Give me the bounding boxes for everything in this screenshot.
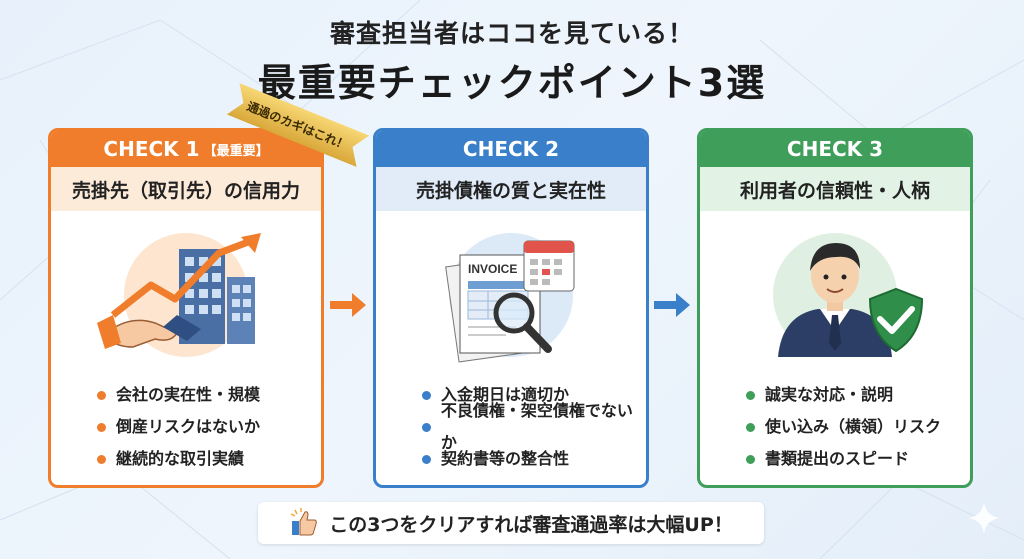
check-label: CHECK 3 bbox=[786, 137, 884, 161]
footer-text: この3つをクリアすれば審査通過率は大幅UP！ bbox=[329, 513, 733, 536]
card-subtitle: 売掛債権の質と実在性 bbox=[376, 167, 646, 211]
bullet-dot-icon bbox=[422, 454, 431, 464]
list-item: 倒産リスクはないか bbox=[97, 411, 260, 443]
card-subtitle: 利用者の信頼性・人柄 bbox=[700, 167, 970, 211]
check-label: CHECK 2 bbox=[462, 137, 560, 161]
page-title-line1: 審査担当者はココを見ている！ bbox=[329, 19, 694, 48]
bullet-dot-icon bbox=[97, 422, 106, 432]
card-header: CHECK 1 【最重要】 bbox=[51, 131, 321, 167]
bullet-dot-icon bbox=[746, 390, 755, 400]
invoice-text: INVOICE bbox=[468, 262, 517, 276]
thumbs-up-icon bbox=[290, 508, 318, 536]
page-title-line2: 最重要チェックポイント3選 bbox=[257, 61, 767, 105]
bullet-list: 誠実な対応・説明 使い込み（横領）リスク 書類提出のスピード bbox=[746, 379, 941, 475]
list-item: 入金期日は適切か bbox=[422, 379, 646, 411]
list-item: 書類提出のスピード bbox=[746, 443, 941, 475]
priority-tag: 【最重要】 bbox=[203, 143, 269, 159]
arrow-right-icon bbox=[330, 293, 366, 317]
bullet-dot-icon bbox=[97, 454, 106, 464]
arrow-right-icon bbox=[654, 293, 690, 317]
list-item: 使い込み（横領）リスク bbox=[746, 411, 941, 443]
bullet-list: 会社の実在性・規模 倒産リスクはないか 継続的な取引実績 bbox=[97, 379, 260, 475]
card-header: CHECK 2 bbox=[376, 131, 646, 167]
list-item: 継続的な取引実績 bbox=[97, 443, 260, 475]
list-item: 会社の実在性・規模 bbox=[97, 379, 260, 411]
sparkle-icon bbox=[968, 502, 1000, 534]
check-label: CHECK 1 bbox=[103, 137, 200, 161]
bullet-dot-icon bbox=[422, 422, 431, 432]
invoice-calendar-magnifier-icon: INVOICE bbox=[445, 233, 575, 363]
bullet-list: 入金期日は適切か 不良債権・架空債権でないか 契約書等の整合性 bbox=[422, 379, 646, 475]
bullet-dot-icon bbox=[422, 390, 431, 400]
list-item: 不良債権・架空債権でないか bbox=[422, 401, 646, 452]
bullet-dot-icon bbox=[746, 422, 755, 432]
card-header: CHECK 3 bbox=[700, 131, 970, 167]
check-card-3: CHECK 3 利用者の信頼性・人柄 誠実な対応・説明 使い込み（横領）リスク … bbox=[697, 128, 973, 488]
footer-banner: この3つをクリアすれば審査通過率は大幅UP！ bbox=[258, 502, 764, 544]
list-item: 契約書等の整合性 bbox=[422, 443, 646, 475]
check-card-1: CHECK 1 【最重要】 売掛先（取引先）の信用力 会社の実在性・規模 倒産リ… bbox=[48, 128, 324, 488]
bullet-dot-icon bbox=[97, 390, 106, 400]
bullet-dot-icon bbox=[746, 454, 755, 464]
businessman-shield-check-icon bbox=[773, 233, 924, 357]
card-subtitle: 売掛先（取引先）の信用力 bbox=[51, 167, 321, 211]
handshake-building-growth-icon bbox=[97, 233, 261, 357]
list-item: 誠実な対応・説明 bbox=[746, 379, 941, 411]
check-card-2: CHECK 2 売掛債権の質と実在性 INVOICE 入金期日は適切か 不良債権… bbox=[373, 128, 649, 488]
